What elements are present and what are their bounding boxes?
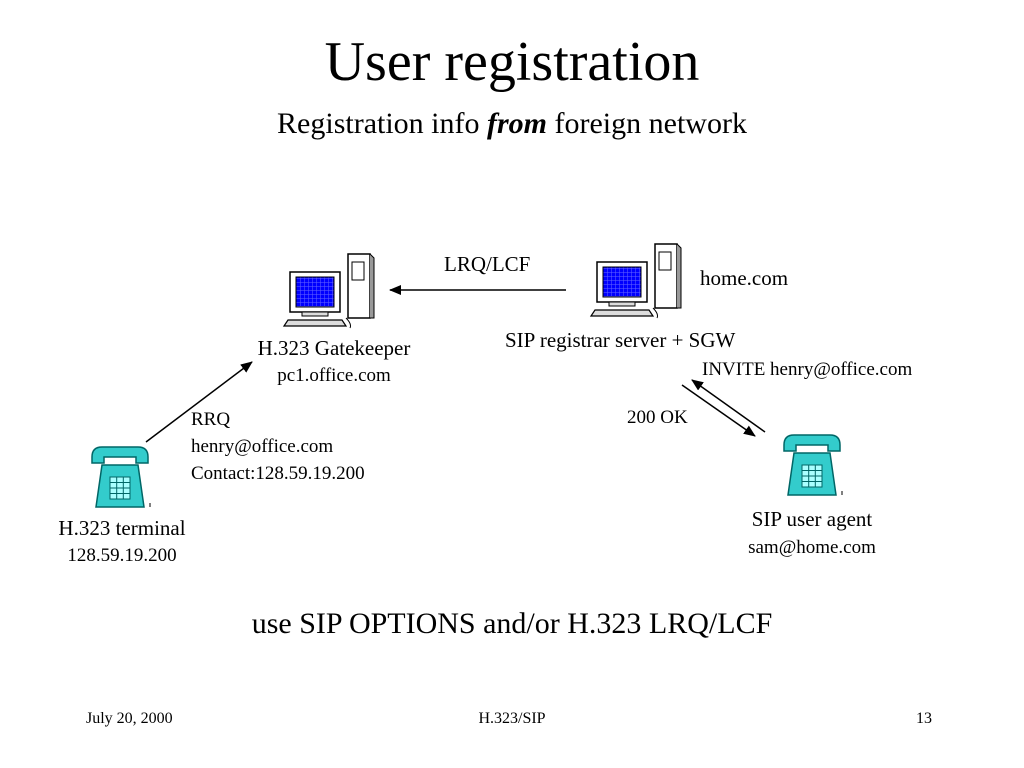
ok-arrow bbox=[691, 379, 766, 433]
lrq-label: LRQ/LCF bbox=[444, 252, 531, 276]
invite-label: INVITE henry@office.com bbox=[702, 359, 913, 380]
registrar-domain-label: home.com bbox=[700, 266, 789, 290]
terminal-telephone-icon bbox=[91, 446, 151, 508]
registrar-computer-icon bbox=[590, 243, 682, 319]
slide-subtitle: Registration info from foreign network bbox=[0, 106, 1024, 142]
user-agent-address-label: sam@home.com bbox=[748, 537, 876, 558]
subtitle-before: Registration info bbox=[277, 107, 488, 140]
invite-arrow bbox=[681, 384, 756, 437]
ok-label: 200 OK bbox=[627, 407, 688, 428]
bottom-note: use SIP OPTIONS and/or H.323 LRQ/LCF bbox=[251, 607, 773, 640]
gatekeeper-host-label: pc1.office.com bbox=[277, 365, 391, 386]
subtitle-emphasis: from bbox=[487, 107, 548, 140]
terminal-name-label: H.323 terminal bbox=[58, 516, 186, 540]
subtitle-after: foreign network bbox=[547, 107, 747, 140]
gatekeeper-computer-icon bbox=[283, 253, 375, 329]
rrq-line: henry@office.com bbox=[191, 436, 334, 457]
registrar-name-label: SIP registrar server + SGW bbox=[505, 328, 736, 352]
footer-page-number: 13 bbox=[916, 710, 932, 727]
rrq-arrow bbox=[145, 361, 253, 443]
terminal-address-label: 128.59.19.200 bbox=[67, 545, 177, 566]
user-agent-telephone-icon bbox=[783, 434, 843, 496]
rrq-line: Contact:128.59.19.200 bbox=[191, 463, 365, 484]
footer-date: July 20, 2000 bbox=[86, 710, 173, 727]
footer-topic: H.323/SIP bbox=[478, 710, 546, 727]
rrq-label: RRQ henry@office.com Contact:128.59.19.2… bbox=[191, 406, 365, 487]
gatekeeper-name-label: H.323 Gatekeeper bbox=[257, 336, 411, 360]
slide-title: User registration bbox=[324, 31, 700, 93]
user-agent-name-label: SIP user agent bbox=[751, 507, 873, 531]
rrq-line: RRQ bbox=[191, 409, 231, 430]
